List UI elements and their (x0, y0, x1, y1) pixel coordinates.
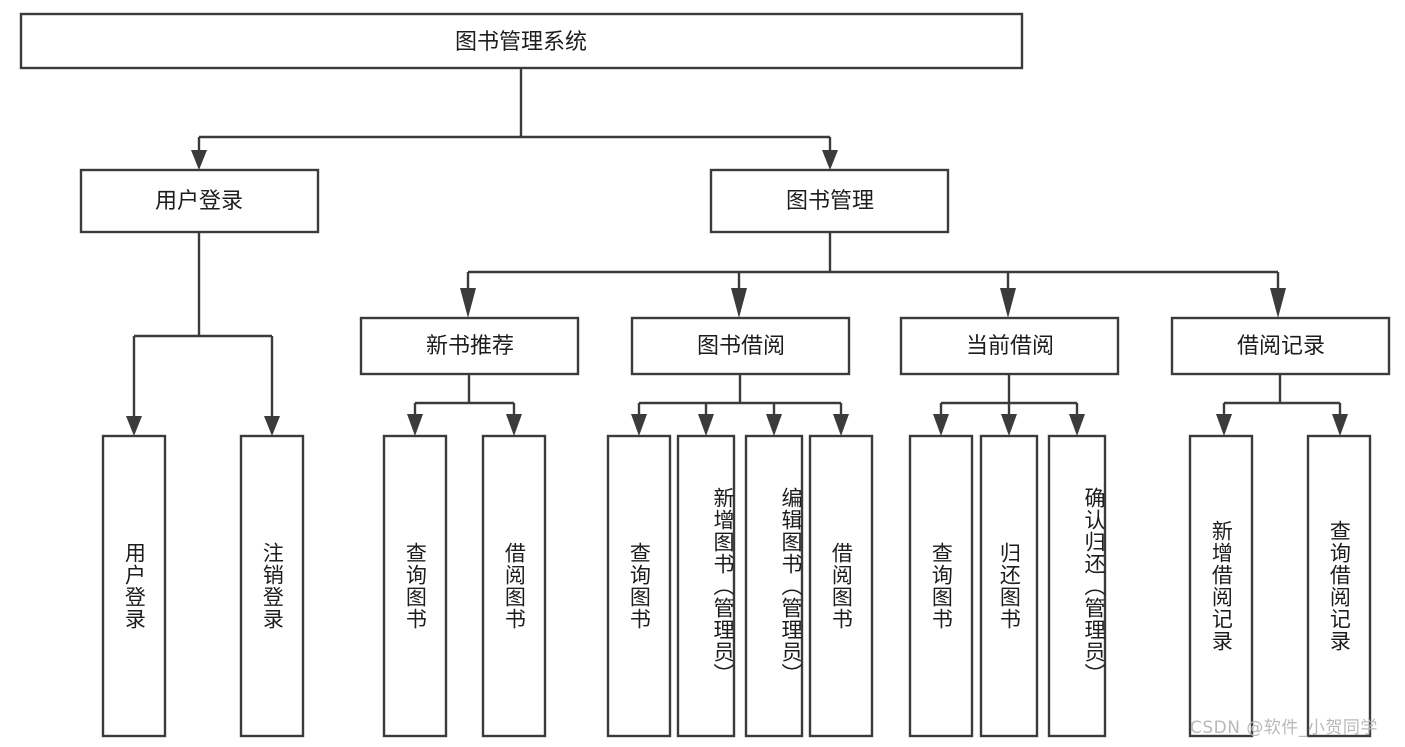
node-borrow-record-box[interactable] (1170, 316, 1391, 376)
node-root-box[interactable] (19, 12, 1024, 70)
node-current-borrow-box[interactable] (899, 316, 1120, 376)
node-new-book-rec[interactable]: 新书推荐 (359, 316, 580, 376)
node-leaf-query-book-1-box[interactable] (382, 434, 448, 738)
node-new-book-rec-box[interactable] (359, 316, 580, 376)
node-root-label: 图书管理系统 (455, 30, 587, 55)
node-leaf-borrow-book-1-box[interactable] (481, 434, 547, 738)
node-leaf-query-book-3-box[interactable] (908, 434, 974, 738)
node-book-borrow-box[interactable] (630, 316, 851, 376)
node-leaf-return-book-box[interactable] (979, 434, 1039, 738)
node-leaf-user-logout-box[interactable] (239, 434, 305, 738)
node-root[interactable]: 图书管理系统 (19, 12, 1024, 70)
arrowhead-leaf-query-book-3 (933, 414, 949, 436)
node-leaf-user-login-box[interactable] (101, 434, 167, 738)
node-leaf-confirm-return-box[interactable] (1047, 434, 1107, 738)
arrowhead-leaf-borrow-book-2 (833, 414, 849, 436)
connector-group (126, 68, 1348, 436)
arrowhead-leaf-query-book-2 (631, 414, 647, 436)
node-book-manage-label: 图书管理 (786, 189, 874, 214)
arrowhead-book-manage (822, 150, 838, 170)
node-book-manage-box[interactable] (709, 168, 950, 234)
arrowhead-user-login (191, 150, 207, 170)
arrowhead-borrow-record (1270, 288, 1286, 318)
node-current-borrow-label: 当前借阅 (966, 334, 1054, 359)
arrowhead-leaf-confirm-return (1069, 414, 1085, 436)
node-book-borrow[interactable]: 图书借阅 (630, 316, 851, 376)
arrowhead-leaf-query-record (1332, 414, 1348, 436)
node-book-manage[interactable]: 图书管理 (709, 168, 950, 234)
node-leaf-query-record-box[interactable] (1306, 434, 1372, 738)
node-book-borrow-label: 图书借阅 (697, 334, 785, 359)
node-leaf-add-record-box[interactable] (1188, 434, 1254, 738)
node-leaf-add-book-box[interactable] (676, 434, 736, 738)
node-user-login-box[interactable] (79, 168, 320, 234)
arrowhead-leaf-add-book (698, 414, 714, 436)
node-user-login[interactable]: 用户登录 (79, 168, 320, 234)
arrowhead-leaf-user-logout (264, 416, 280, 436)
arrowhead-leaf-return-book (1001, 414, 1017, 436)
node-borrow-record-label: 借阅记录 (1237, 334, 1325, 359)
arrowhead-leaf-add-record (1216, 414, 1232, 436)
arrowhead-book-borrow (731, 288, 747, 318)
node-leaf-query-book-2-box[interactable] (606, 434, 672, 738)
csdn-watermark: CSDN @软件_小贺同学 (1190, 718, 1378, 738)
arrowhead-leaf-user-login (126, 416, 142, 436)
arrowhead-new-book-rec (460, 288, 476, 318)
arrowhead-current-borrow (1000, 288, 1016, 318)
node-user-login-label: 用户登录 (155, 189, 243, 214)
node-leaf-edit-book-box[interactable] (744, 434, 804, 738)
arrowhead-leaf-query-book-1 (407, 414, 423, 436)
arrowhead-leaf-borrow-book-1 (506, 414, 522, 436)
leaf-box-group (101, 434, 1372, 738)
node-current-borrow[interactable]: 当前借阅 (899, 316, 1120, 376)
node-new-book-rec-label: 新书推荐 (426, 334, 514, 359)
node-leaf-borrow-book-2-box[interactable] (808, 434, 874, 738)
node-borrow-record[interactable]: 借阅记录 (1170, 316, 1391, 376)
arrowhead-leaf-edit-book (766, 414, 782, 436)
